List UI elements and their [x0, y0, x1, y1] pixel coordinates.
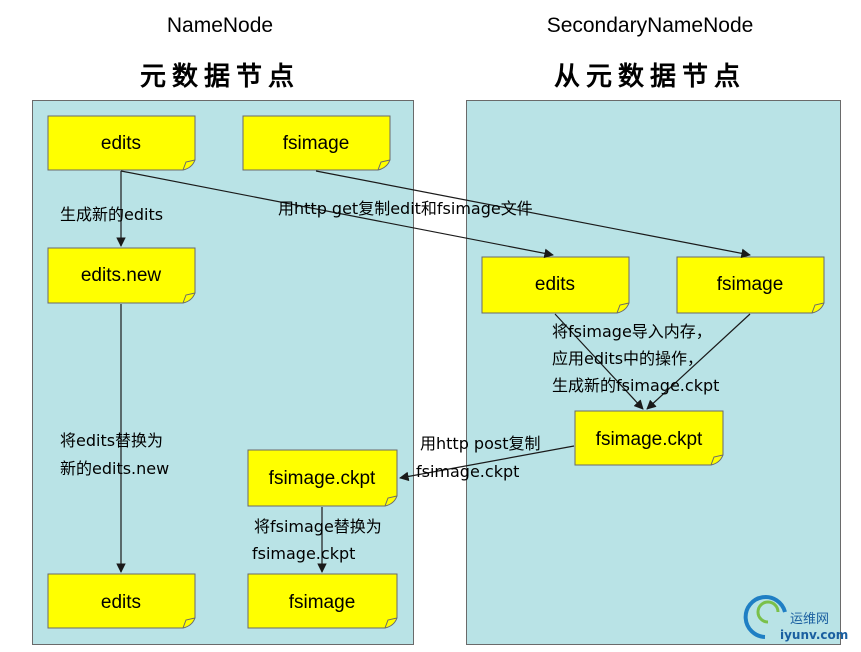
note-replace-fsimage-line2: fsimage.ckpt [252, 544, 356, 563]
doc-nn-edits-final-label: edits [101, 592, 141, 613]
doc-nn-edits-new: edits.new [47, 247, 196, 304]
doc-snn-fsimage-ckpt: fsimage.ckpt [574, 410, 724, 466]
note-replace-fsimage-line1: 将fsimage替换为 [254, 517, 382, 536]
watermark-url: iyunv.com [780, 628, 849, 642]
namenode-panel [32, 100, 414, 645]
doc-snn-fsimage-ckpt-label: fsimage.ckpt [596, 429, 703, 450]
doc-nn-fsimage-label: fsimage [283, 133, 350, 154]
secondary-namenode-subtitle: 从元数据节点 [553, 62, 746, 92]
doc-nn-edits-final: edits [47, 573, 196, 629]
arrow-post-ckpt [399, 445, 575, 482]
doc-snn-fsimage-label: fsimage [717, 274, 784, 295]
doc-snn-edits-label: edits [535, 274, 575, 295]
doc-nn-edits-label: edits [101, 133, 141, 154]
doc-nn-fsimage-ckpt-label: fsimage.ckpt [269, 468, 376, 489]
note-generate-edits: 生成新的edits [60, 205, 164, 224]
doc-snn-edits: edits [481, 256, 630, 314]
doc-nn-fsimage-ckpt: fsimage.ckpt [247, 449, 398, 507]
note-replace-edits-line1: 将edits替换为 [60, 431, 164, 450]
secondary-namenode-title: SecondaryNameNode [546, 14, 754, 37]
arrow-fsimage-to-ckpt [646, 313, 751, 410]
note-replace-edits-line2: 新的edits.new [60, 459, 170, 478]
namenode-subtitle: 元数据节点 [139, 62, 300, 92]
doc-nn-fsimage-final: fsimage [247, 573, 398, 629]
doc-nn-fsimage-final-label: fsimage [289, 592, 356, 613]
note-merge-line1: 将fsimage导入内存， [552, 322, 712, 341]
note-merge-line3: 生成新的fsimage.ckpt [552, 376, 720, 395]
arrow-edits-to-ckpt [554, 313, 644, 410]
doc-nn-edits-new-label: edits.new [81, 265, 162, 286]
watermark-name: 运维网 [790, 612, 830, 627]
doc-nn-fsimage: fsimage [242, 115, 391, 171]
note-merge-line2: 应用edits中的操作， [552, 349, 704, 368]
arrow-get-fsimage [315, 170, 751, 259]
note-http-post-line2: fsimage.ckpt [416, 462, 520, 481]
note-http-get: 用http get复制edit和fsimage文件 [278, 199, 533, 218]
secondary-namenode-panel [466, 100, 841, 645]
arrow-get-edits [120, 170, 554, 259]
doc-nn-edits: edits [47, 115, 196, 171]
note-http-post-line1: 用http post复制 [420, 434, 541, 453]
namenode-title: NameNode [166, 14, 274, 37]
doc-snn-fsimage: fsimage [676, 256, 825, 314]
